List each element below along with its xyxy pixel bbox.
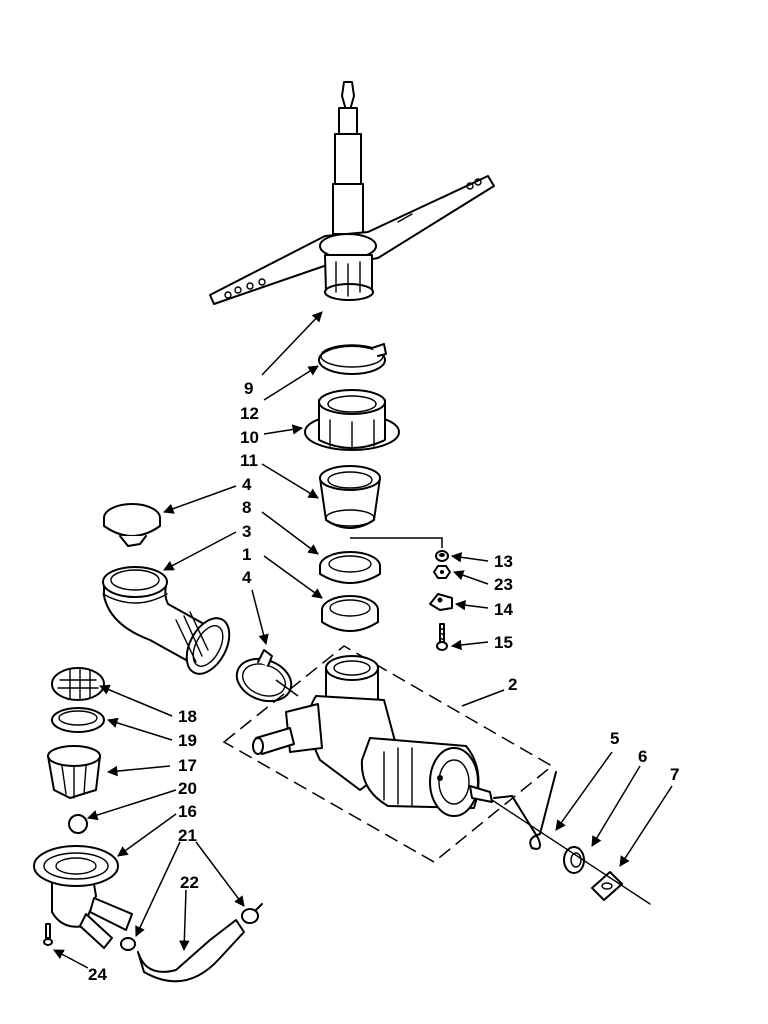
housing-part-10 — [304, 389, 400, 451]
callout-18: 18 — [178, 707, 197, 726]
ball-part-20 — [68, 814, 88, 834]
nut-part-13 — [435, 550, 449, 562]
callout-4-lower: 4 — [242, 568, 252, 587]
plate-part-7 — [591, 871, 623, 901]
ring-part-8 — [319, 551, 381, 584]
callout-13: 13 — [494, 552, 513, 571]
callout-labels: 9 12 10 11 4 8 3 1 4 13 23 14 15 2 5 6 7… — [88, 379, 679, 984]
callout-9: 9 — [244, 379, 253, 398]
strainer-part-17 — [47, 745, 101, 799]
screw-part-24 — [43, 923, 53, 946]
drain-hose-part-22 — [137, 919, 245, 983]
callout-4-upper: 4 — [242, 475, 252, 494]
bracket-part-14 — [429, 593, 453, 611]
screw-part-15 — [436, 623, 448, 651]
callout-10: 10 — [240, 428, 259, 447]
callout-20: 20 — [178, 779, 197, 798]
callout-21: 21 — [178, 826, 197, 845]
grate-part-18 — [51, 667, 105, 701]
callout-12: 12 — [240, 404, 259, 423]
axis-line — [491, 799, 651, 905]
callout-15: 15 — [494, 633, 513, 652]
callout-17: 17 — [178, 756, 197, 775]
leader-lines — [53, 311, 673, 969]
callout-5: 5 — [610, 729, 619, 748]
callout-7: 7 — [670, 765, 679, 784]
callout-8: 8 — [242, 498, 251, 517]
callout-14: 14 — [494, 600, 513, 619]
callout-11: 11 — [240, 451, 258, 470]
callout-16: 16 — [178, 802, 197, 821]
grommet-part-6 — [563, 846, 585, 874]
elbow-hose-part-3 — [102, 566, 231, 675]
spray-arm-part-9 — [209, 81, 495, 305]
ring-part-1 — [321, 595, 379, 632]
washer-part-23 — [433, 565, 451, 579]
hose-clamp-part-4-lower — [235, 649, 293, 703]
hose-clamp-part-4-upper — [103, 503, 161, 547]
sump-part-16 — [33, 845, 133, 949]
clamp-part-21-right — [241, 903, 263, 924]
callout-2: 2 — [508, 675, 517, 694]
callout-19: 19 — [178, 731, 197, 750]
ring-part-19 — [51, 707, 105, 733]
callout-3: 3 — [242, 522, 251, 541]
callout-23: 23 — [494, 575, 513, 594]
bracket-line — [350, 537, 443, 548]
callout-22: 22 — [180, 873, 199, 892]
clamp-part-21-left — [120, 937, 136, 951]
callout-6: 6 — [638, 747, 647, 766]
filter-cup-part-11 — [319, 465, 381, 529]
callout-1: 1 — [242, 545, 251, 564]
wire-clip-part-5 — [493, 771, 557, 850]
pump-motor-part-2 — [252, 655, 493, 817]
clamp-ring-part-12 — [318, 343, 387, 375]
callout-24: 24 — [88, 965, 107, 984]
